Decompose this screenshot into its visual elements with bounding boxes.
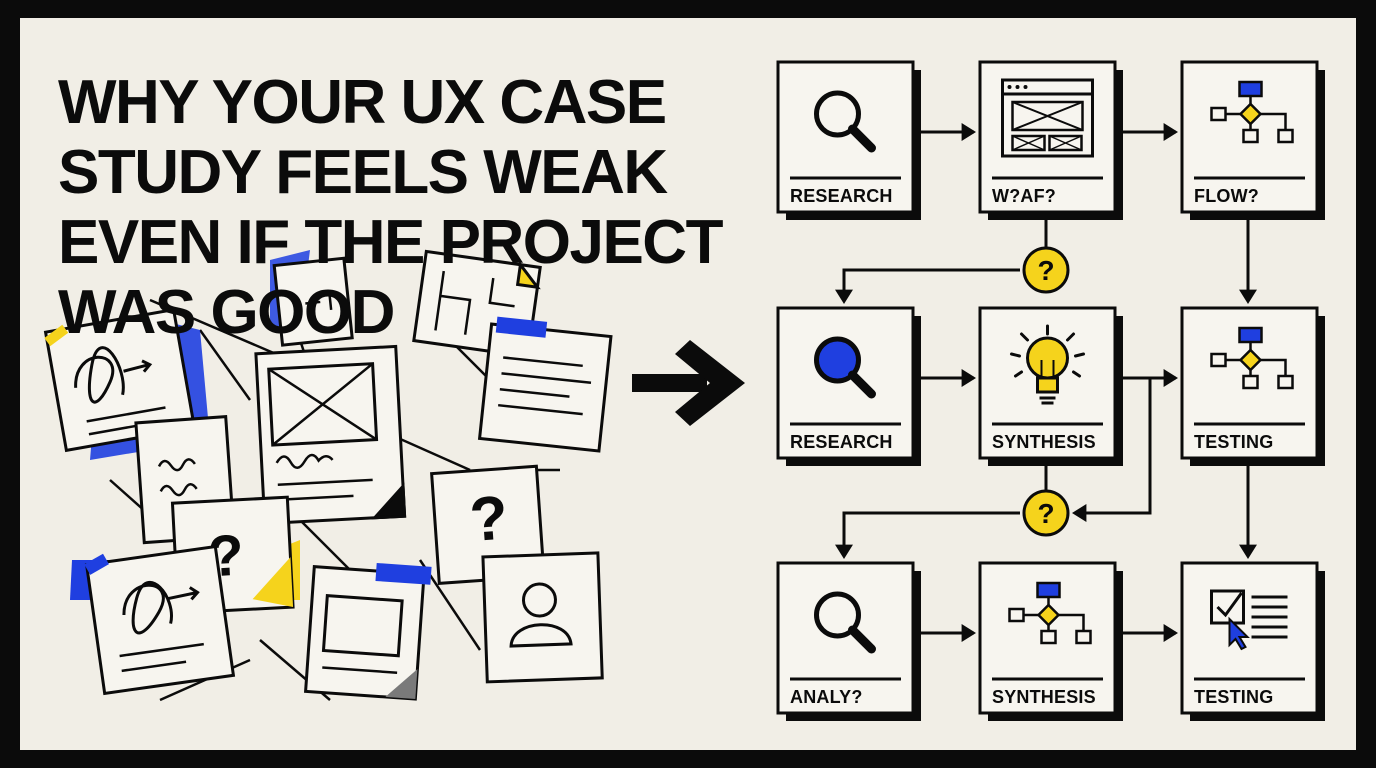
process-card-label: TESTING [1194,687,1274,707]
process-card [978,306,1123,466]
note-small-top [272,256,354,347]
connector-arrows [835,123,1257,642]
question-bubble: ? [1022,489,1070,537]
headline-line-4: WAS GOOD [58,278,395,347]
process-card [776,306,921,466]
process-card-label: RESEARCH [790,432,893,452]
process-grid: ?? [776,60,1325,721]
process-card-label: TESTING [1194,432,1274,452]
process-card-label: FLOW? [1194,186,1259,206]
process-card [776,561,921,721]
note-text-card [477,316,613,453]
lightbulb-icon [1010,324,1085,405]
flowchart-icon [1210,80,1294,144]
checklist-cursor-icon [1210,589,1288,651]
process-card-label: RESEARCH [790,186,893,206]
question-glyph: ? [468,483,511,554]
messy-document-pile: ? ? [43,249,613,702]
process-card [776,60,921,220]
magnifier-filled-icon [814,336,876,399]
flowchart-icon [1008,581,1092,645]
note-question-card-right: ? [430,464,546,585]
note-layout-card [303,563,432,701]
note-wireframe-card [254,344,407,526]
question-mark-text: ? [1037,255,1054,286]
flowchart-icon [1210,326,1294,390]
magnifier-icon [814,591,876,654]
process-card [978,60,1123,220]
process-card [1180,561,1325,721]
note-scribble-card [43,307,197,453]
process-card [1180,306,1325,466]
note-user-card [481,551,604,684]
process-card [978,561,1123,721]
process-card-label: W?AF? [992,186,1056,206]
headline: WHY YOUR UX CASE STUDY FEELS WEAK EVEN I… [58,68,778,348]
magnifier-icon [814,90,876,153]
headline-line-2: STUDY FEELS WEAK [58,138,668,207]
wireframe-icon [1001,78,1094,158]
process-card-label: ANALY? [790,687,863,707]
process-card-label: SYNTHESIS [992,687,1096,707]
question-mark-text: ? [1037,498,1054,529]
process-card [1180,60,1325,220]
process-card-label: SYNTHESIS [992,432,1096,452]
headline-line-1: WHY YOUR UX CASE [58,68,667,137]
question-bubble: ? [1022,246,1070,294]
note-scribble-card-bottom [84,544,236,696]
transition-arrow-icon [632,340,745,426]
headline-line-3: EVEN IF THE PROJECT [58,208,723,277]
